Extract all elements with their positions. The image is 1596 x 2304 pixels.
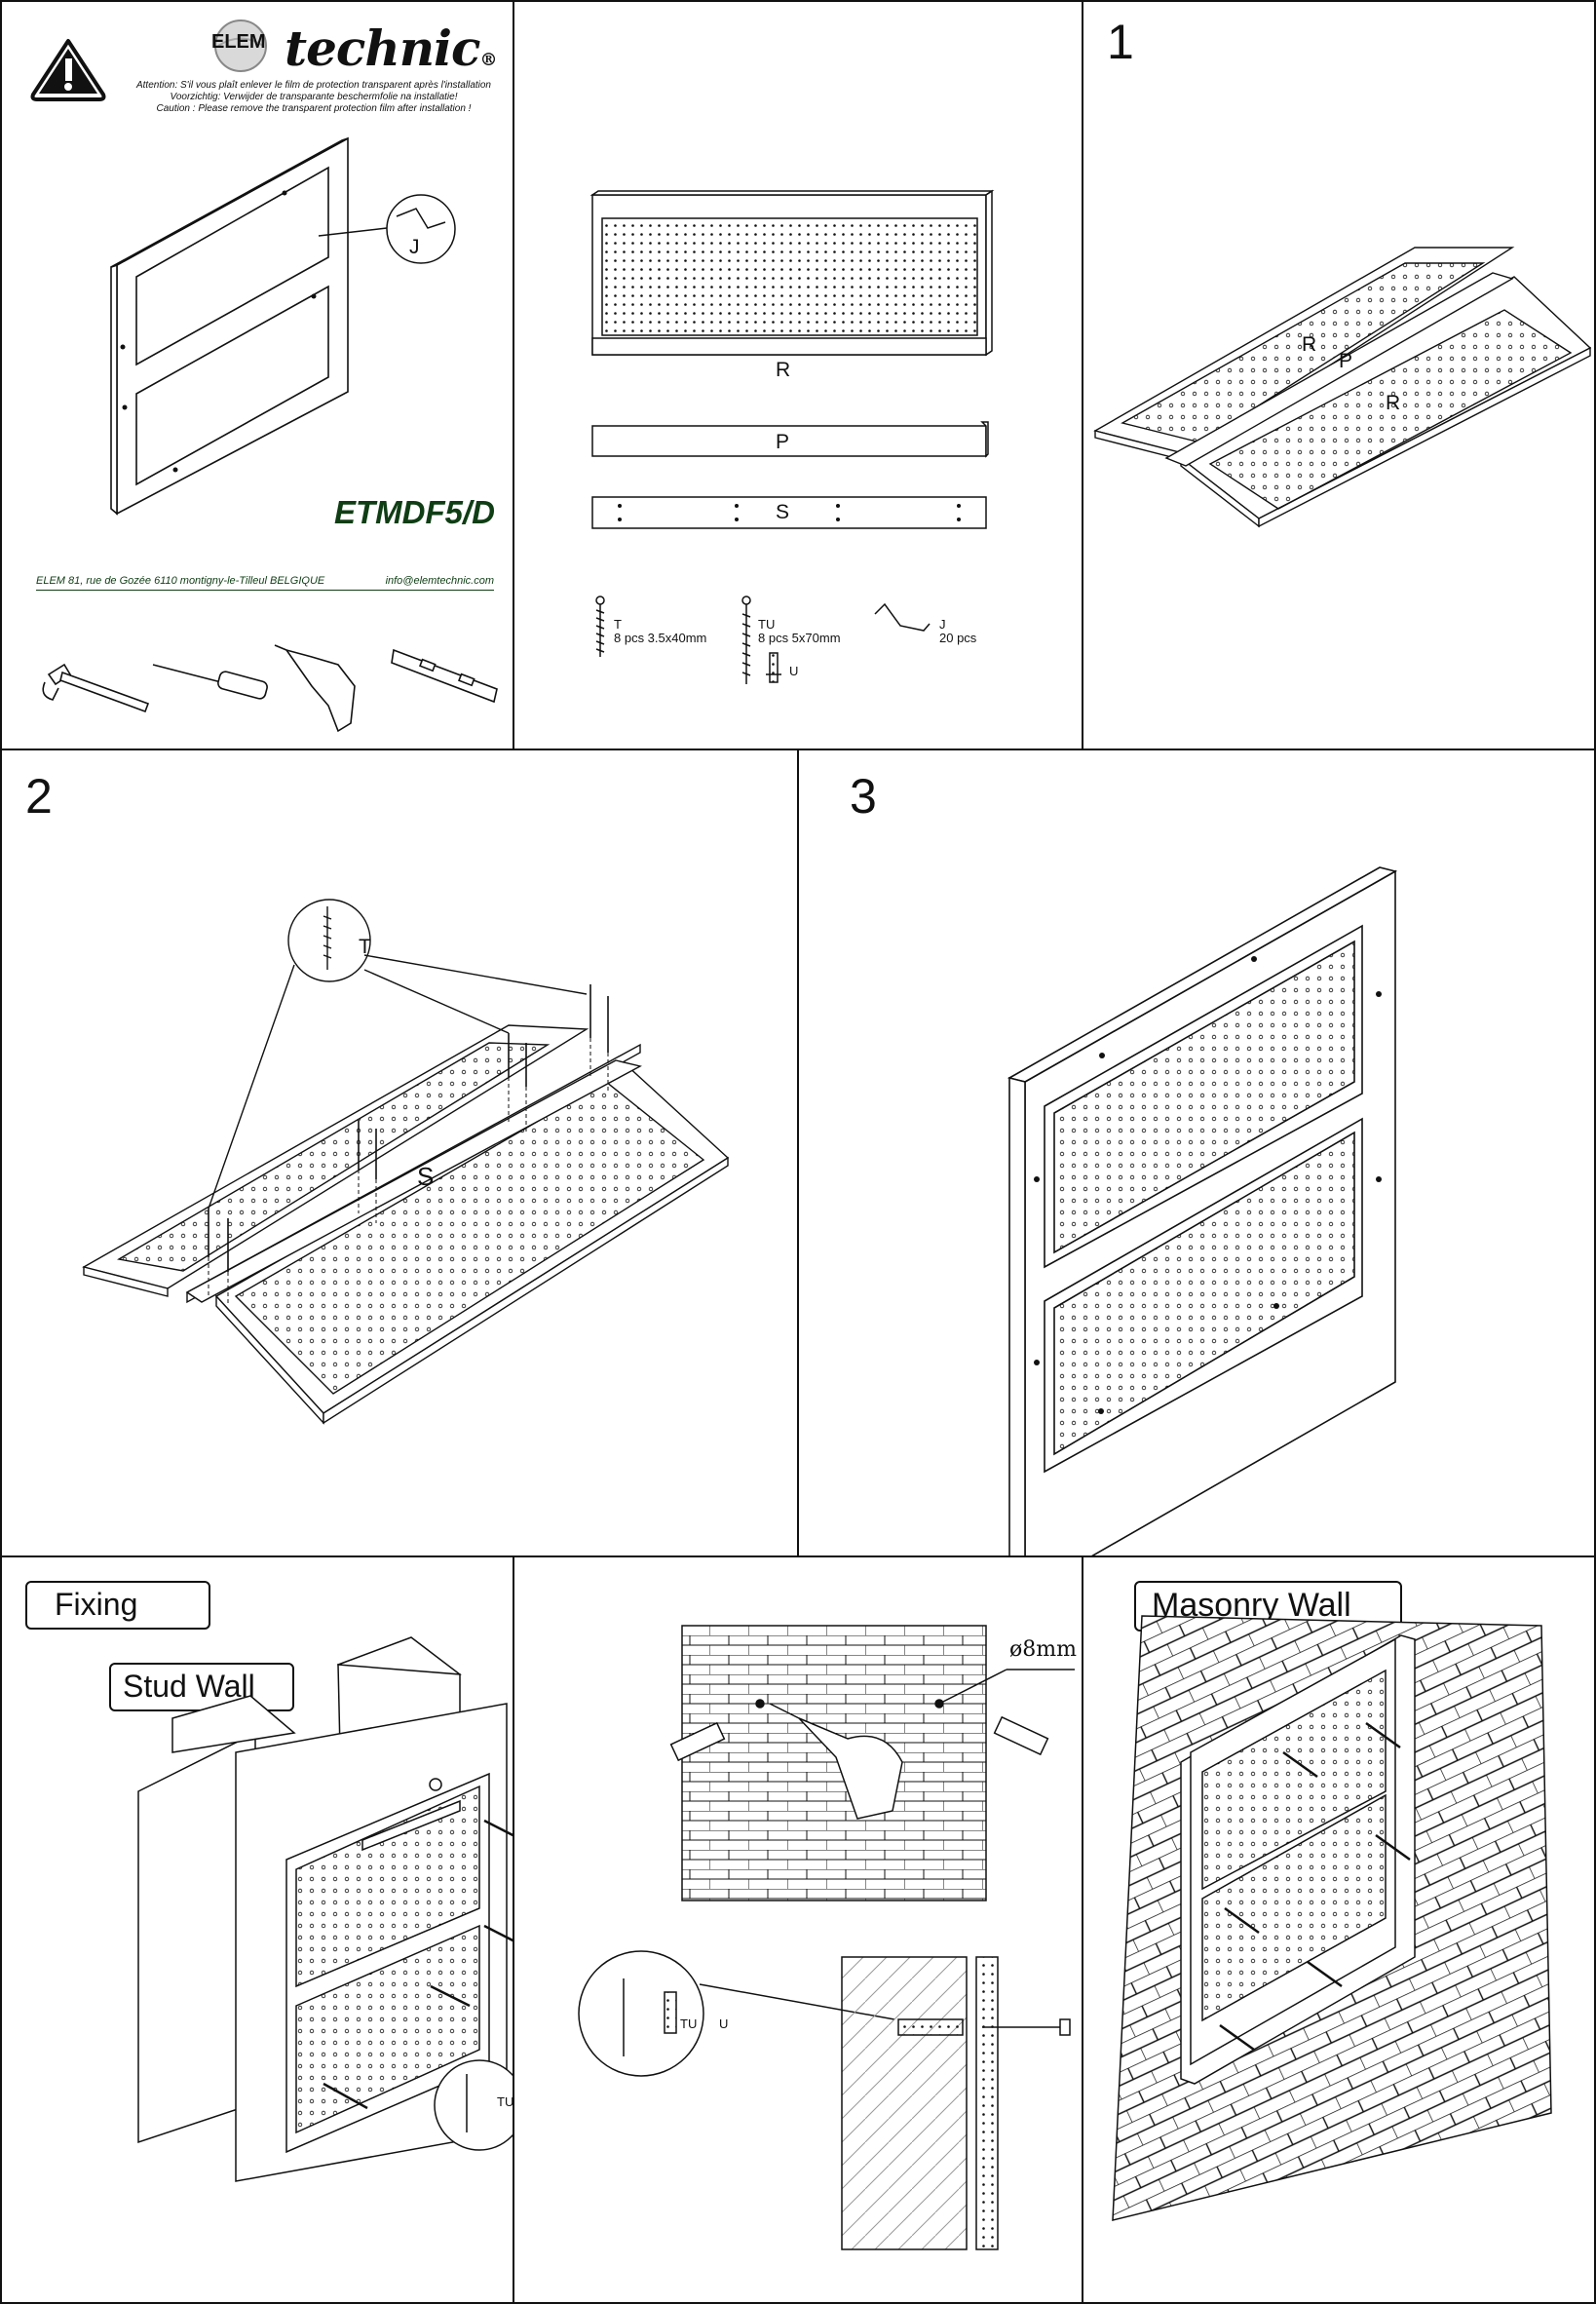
step-1-number: 1 [1107, 15, 1134, 69]
step-2-number: 2 [25, 769, 53, 824]
wall-plug-u-icon [766, 652, 781, 683]
part-tu-info: TU 8 pcs 5x70mm [758, 618, 841, 645]
spirit-level-icon [391, 648, 498, 704]
notice-en: Caution : Please remove the transparent … [156, 103, 472, 114]
step-2-label-t: T [359, 936, 371, 958]
part-t-desc: 8 pcs 3.5x40mm [614, 631, 707, 645]
step-2-illustration [82, 899, 730, 1425]
screws-inserting [208, 984, 609, 1272]
part-s-label: S [776, 501, 790, 523]
screwdriver-icon [152, 664, 268, 700]
fixing-stud-wall-panel: Fixing Stud Wall [0, 1555, 514, 2304]
drill-icon [274, 644, 356, 733]
part-p-label: P [776, 431, 790, 453]
screw-t-icon [595, 595, 605, 657]
hook-callout [318, 194, 456, 264]
detail-tu-label: TU [680, 2016, 698, 2031]
warning-icon [30, 39, 106, 101]
part-r-label: R [776, 359, 791, 381]
step-3-panel: 3 [797, 749, 1596, 1557]
brand-prefix: ELEM [211, 31, 266, 53]
stud-wall-illustration [137, 1636, 513, 2182]
parts-list-panel: R P S T 8 pcs 3.5x40mm TU 8 pcs 5x70mm U… [513, 0, 1083, 750]
panel-r-drawing [589, 189, 995, 357]
part-t-info: T 8 pcs 3.5x40mm [614, 618, 706, 645]
cover-illustration [30, 19, 498, 733]
masonry-wall-illustration [1112, 1615, 1552, 2221]
stud-wall-label: Stud Wall [109, 1663, 294, 1711]
callout-part-label: J [409, 236, 420, 258]
part-u-code: U [789, 664, 799, 678]
company-address: ELEM 81, rue de Gozée 6110 montigny-le-T… [36, 575, 494, 591]
detail-u-label: U [719, 2016, 729, 2031]
screw-t-callout [208, 899, 588, 1210]
hook-j-icon [874, 602, 931, 632]
step-1-label-r-left: R [1302, 333, 1317, 356]
rail-p-drawing [591, 421, 989, 458]
step-2-panel: 2 [0, 749, 799, 1557]
parts-illustration [589, 189, 995, 684]
screw-tu-icon [741, 595, 751, 684]
step-1-label-r-right: R [1386, 392, 1401, 414]
notice-nl: Voorzichtig: Verwijder de transparante b… [170, 92, 458, 102]
tools-illustration [42, 644, 498, 733]
drilling-detail-panel: ø8mm TU U [513, 1555, 1083, 2304]
drilling-illustration [578, 1625, 1075, 2250]
step-3-number: 3 [850, 769, 877, 824]
step-3-illustration [1007, 866, 1398, 1555]
step-1-label-p: P [1339, 350, 1353, 372]
drill-size-label: ø8mm [1009, 1637, 1077, 1662]
model-number: ETMDF5/D [334, 494, 495, 530]
brand-name: technic® [285, 19, 498, 77]
part-tu-code: TU [758, 617, 776, 632]
rail-s-drawing [591, 496, 987, 529]
part-j-code: J [939, 617, 946, 632]
step-2-label-s: S [417, 1162, 435, 1191]
brand-logo-icon [214, 19, 267, 72]
notice-fr: Attention: S'il vous plaît enlever le fi… [135, 80, 491, 91]
cover-panel: ELEM technic® Attention: S'il vous plaît… [0, 0, 514, 750]
contact-email: info@elemtechnic.com [385, 575, 494, 587]
stud-wall-tu-label: TU [497, 2094, 514, 2109]
part-j-info: J 20 pcs [939, 618, 976, 645]
step-1-illustration [1093, 247, 1592, 528]
board-illustration-cover [110, 136, 349, 516]
masonry-wall-panel: Masonry Wall [1082, 1555, 1596, 2304]
fixing-title: Fixing [25, 1581, 210, 1630]
protection-film-notice: Attention: S'il vous plaît enlever le fi… [119, 80, 509, 115]
step-1-panel: 1 R P R [1082, 0, 1596, 750]
address-text: ELEM 81, rue de Gozée 6110 montigny-le-T… [36, 575, 325, 587]
part-tu-desc: 8 pcs 5x70mm [758, 631, 841, 645]
part-j-desc: 20 pcs [939, 631, 977, 645]
hammer-icon [42, 663, 150, 713]
part-t-code: T [614, 617, 622, 632]
